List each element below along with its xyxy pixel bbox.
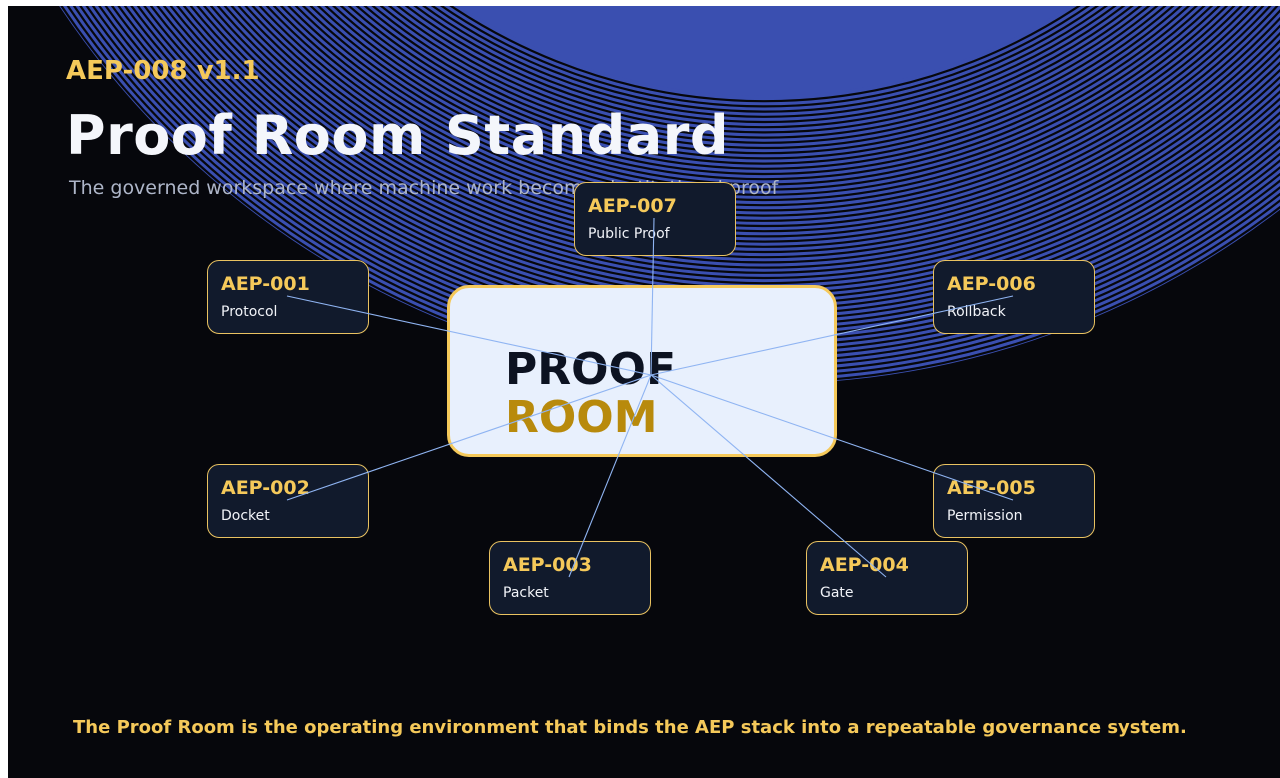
proof-room-core-box: PROOF ROOM <box>447 285 837 457</box>
node-label: Packet <box>503 585 549 601</box>
node-aep-005: AEP-005 Permission <box>933 464 1095 538</box>
version-label: AEP-008 v1.1 <box>66 56 260 86</box>
node-label: Protocol <box>221 304 278 320</box>
node-label: Docket <box>221 508 270 524</box>
footer-caption: The Proof Room is the operating environm… <box>73 717 1187 738</box>
node-code: AEP-003 <box>503 554 592 576</box>
node-aep-003: AEP-003 Packet <box>489 541 651 615</box>
node-aep-002: AEP-002 Docket <box>207 464 369 538</box>
core-label-proof: PROOF <box>505 344 676 395</box>
node-aep-004: AEP-004 Gate <box>806 541 968 615</box>
node-code: AEP-005 <box>947 477 1036 499</box>
node-code: AEP-001 <box>221 273 310 295</box>
node-code: AEP-004 <box>820 554 909 576</box>
node-label: Permission <box>947 508 1023 524</box>
slide-canvas: AEP-008 v1.1 Proof Room Standard The gov… <box>8 6 1280 778</box>
node-code: AEP-006 <box>947 273 1036 295</box>
node-code: AEP-002 <box>221 477 310 499</box>
node-aep-006: AEP-006 Rollback <box>933 260 1095 334</box>
page-title: Proof Room Standard <box>66 104 730 167</box>
node-label: Rollback <box>947 304 1006 320</box>
node-label: Public Proof <box>588 226 670 242</box>
node-code: AEP-007 <box>588 195 677 217</box>
node-aep-001: AEP-001 Protocol <box>207 260 369 334</box>
core-label-room: ROOM <box>505 392 658 443</box>
node-label: Gate <box>820 585 854 601</box>
node-aep-007: AEP-007 Public Proof <box>574 182 736 256</box>
